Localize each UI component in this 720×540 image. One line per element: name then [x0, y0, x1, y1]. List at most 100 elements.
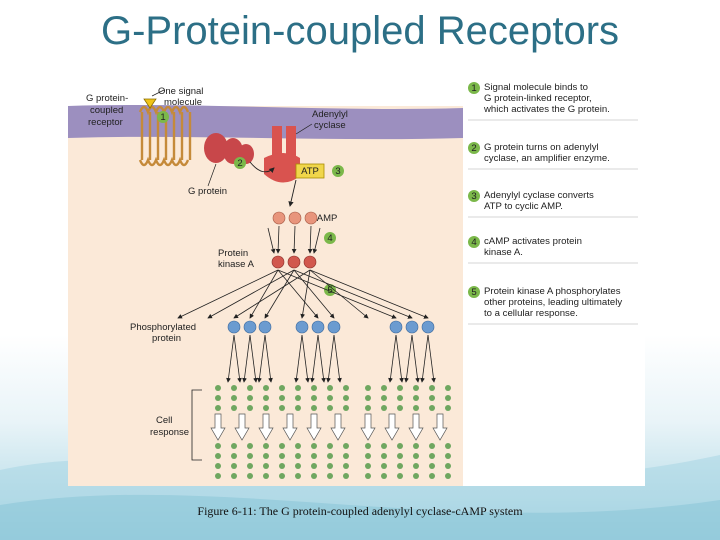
- arrow: [275, 225, 281, 254]
- response-dot: [263, 395, 269, 401]
- response-dot: [327, 395, 333, 401]
- response-dot: [365, 453, 371, 459]
- response-dot: [429, 463, 435, 469]
- response-arrow-icon: [408, 413, 424, 441]
- arrow: [291, 225, 297, 254]
- response-dot: [445, 463, 451, 469]
- arrow: [395, 334, 404, 383]
- response-dot: [365, 443, 371, 449]
- phospho-protein: [295, 320, 309, 334]
- response-dot: [279, 395, 285, 401]
- step-text-line: G protein turns on adenylyl: [484, 142, 599, 153]
- cell-membrane: [68, 105, 463, 140]
- arrow: [326, 334, 335, 383]
- amplification-arrows: [177, 225, 436, 383]
- step-text-line: Protein kinase A phosphorylates: [484, 286, 621, 297]
- cell-response-label: Cell response: [150, 415, 189, 438]
- phospho-protein: [327, 320, 341, 334]
- arrow: [420, 334, 429, 383]
- response-dot: [381, 405, 387, 411]
- response-dot: [327, 443, 333, 449]
- response-dot: [247, 405, 253, 411]
- response-dot: [429, 453, 435, 459]
- response-dot: [279, 385, 285, 391]
- response-dot: [413, 453, 419, 459]
- step-text-line: other proteins, leading ultimately: [484, 297, 622, 308]
- response-dot: [247, 443, 253, 449]
- response-dot: [231, 395, 237, 401]
- step-number: 2: [471, 143, 476, 154]
- arrow: [388, 334, 397, 383]
- response-dot: [429, 473, 435, 479]
- adenylyl-cyclase: [264, 126, 300, 183]
- step-badge-icon: [468, 142, 480, 154]
- response-dot: [263, 405, 269, 411]
- response-dot: [215, 473, 221, 479]
- atp-box: [295, 163, 325, 179]
- response-arrow-icon: [282, 413, 298, 441]
- step-text-line: Adenylyl cyclase converts: [484, 190, 594, 201]
- response-dot: [295, 463, 301, 469]
- arrow: [257, 334, 266, 383]
- arrow: [309, 269, 369, 319]
- response-dot: [231, 473, 237, 479]
- response-dot: [445, 453, 451, 459]
- response-dot: [365, 463, 371, 469]
- response-dot: [231, 463, 237, 469]
- response-dot: [327, 453, 333, 459]
- step-text-line: cAMP activates protein: [484, 236, 582, 247]
- step-text-line: cyclase, an amplifier enzyme.: [484, 153, 610, 164]
- arrow: [310, 334, 319, 383]
- arrow: [293, 269, 413, 319]
- response-dot: [263, 463, 269, 469]
- response-dot: [295, 385, 301, 391]
- response-dot: [365, 473, 371, 479]
- slide-title: G-Protein-coupled Receptors: [100, 9, 620, 53]
- camp-label: cAMP: [312, 213, 337, 224]
- signal-molecule-icon: [143, 98, 157, 109]
- response-dot: [343, 395, 349, 401]
- response-dot: [311, 443, 317, 449]
- response-dot: [247, 453, 253, 459]
- response-dot: [397, 453, 403, 459]
- response-dot: [365, 385, 371, 391]
- response-dot: [413, 385, 419, 391]
- response-dot: [413, 463, 419, 469]
- step-number: 4: [471, 237, 477, 248]
- signal-label: One signal molecule: [158, 86, 206, 108]
- svg-text:3: 3: [335, 166, 340, 177]
- arrow: [309, 269, 429, 319]
- response-dot: [381, 453, 387, 459]
- response-dot: [397, 395, 403, 401]
- response-dot: [247, 395, 253, 401]
- diagram-svg: ATP G protein- coupled receptor One sign…: [68, 68, 645, 486]
- arrow: [411, 334, 420, 383]
- response-dot: [381, 395, 387, 401]
- diagram-step-badges: 1 2 3 4 5: [157, 111, 344, 296]
- phospho-protein: [227, 320, 241, 334]
- step-text-line: Signal molecule binds to: [484, 82, 588, 93]
- kinase-molecules: [271, 255, 317, 269]
- phospho-protein: [258, 320, 272, 334]
- arrow: [233, 334, 242, 383]
- arrow: [312, 227, 321, 254]
- kinase-label: Protein kinase A: [218, 248, 255, 270]
- response-dot: [311, 405, 317, 411]
- response-dot: [311, 385, 317, 391]
- step-badge-icon: [468, 82, 480, 94]
- arrow: [404, 334, 413, 383]
- response-dot: [311, 395, 317, 401]
- response-dot: [215, 395, 221, 401]
- response-dot: [295, 395, 301, 401]
- steps-panel: [463, 68, 645, 486]
- response-dot: [215, 463, 221, 469]
- response-arrow-icon: [432, 413, 448, 441]
- response-dot: [295, 453, 301, 459]
- response-dot: [343, 405, 349, 411]
- step-text-line: to a cellular response.: [484, 308, 578, 319]
- arrow: [307, 225, 313, 254]
